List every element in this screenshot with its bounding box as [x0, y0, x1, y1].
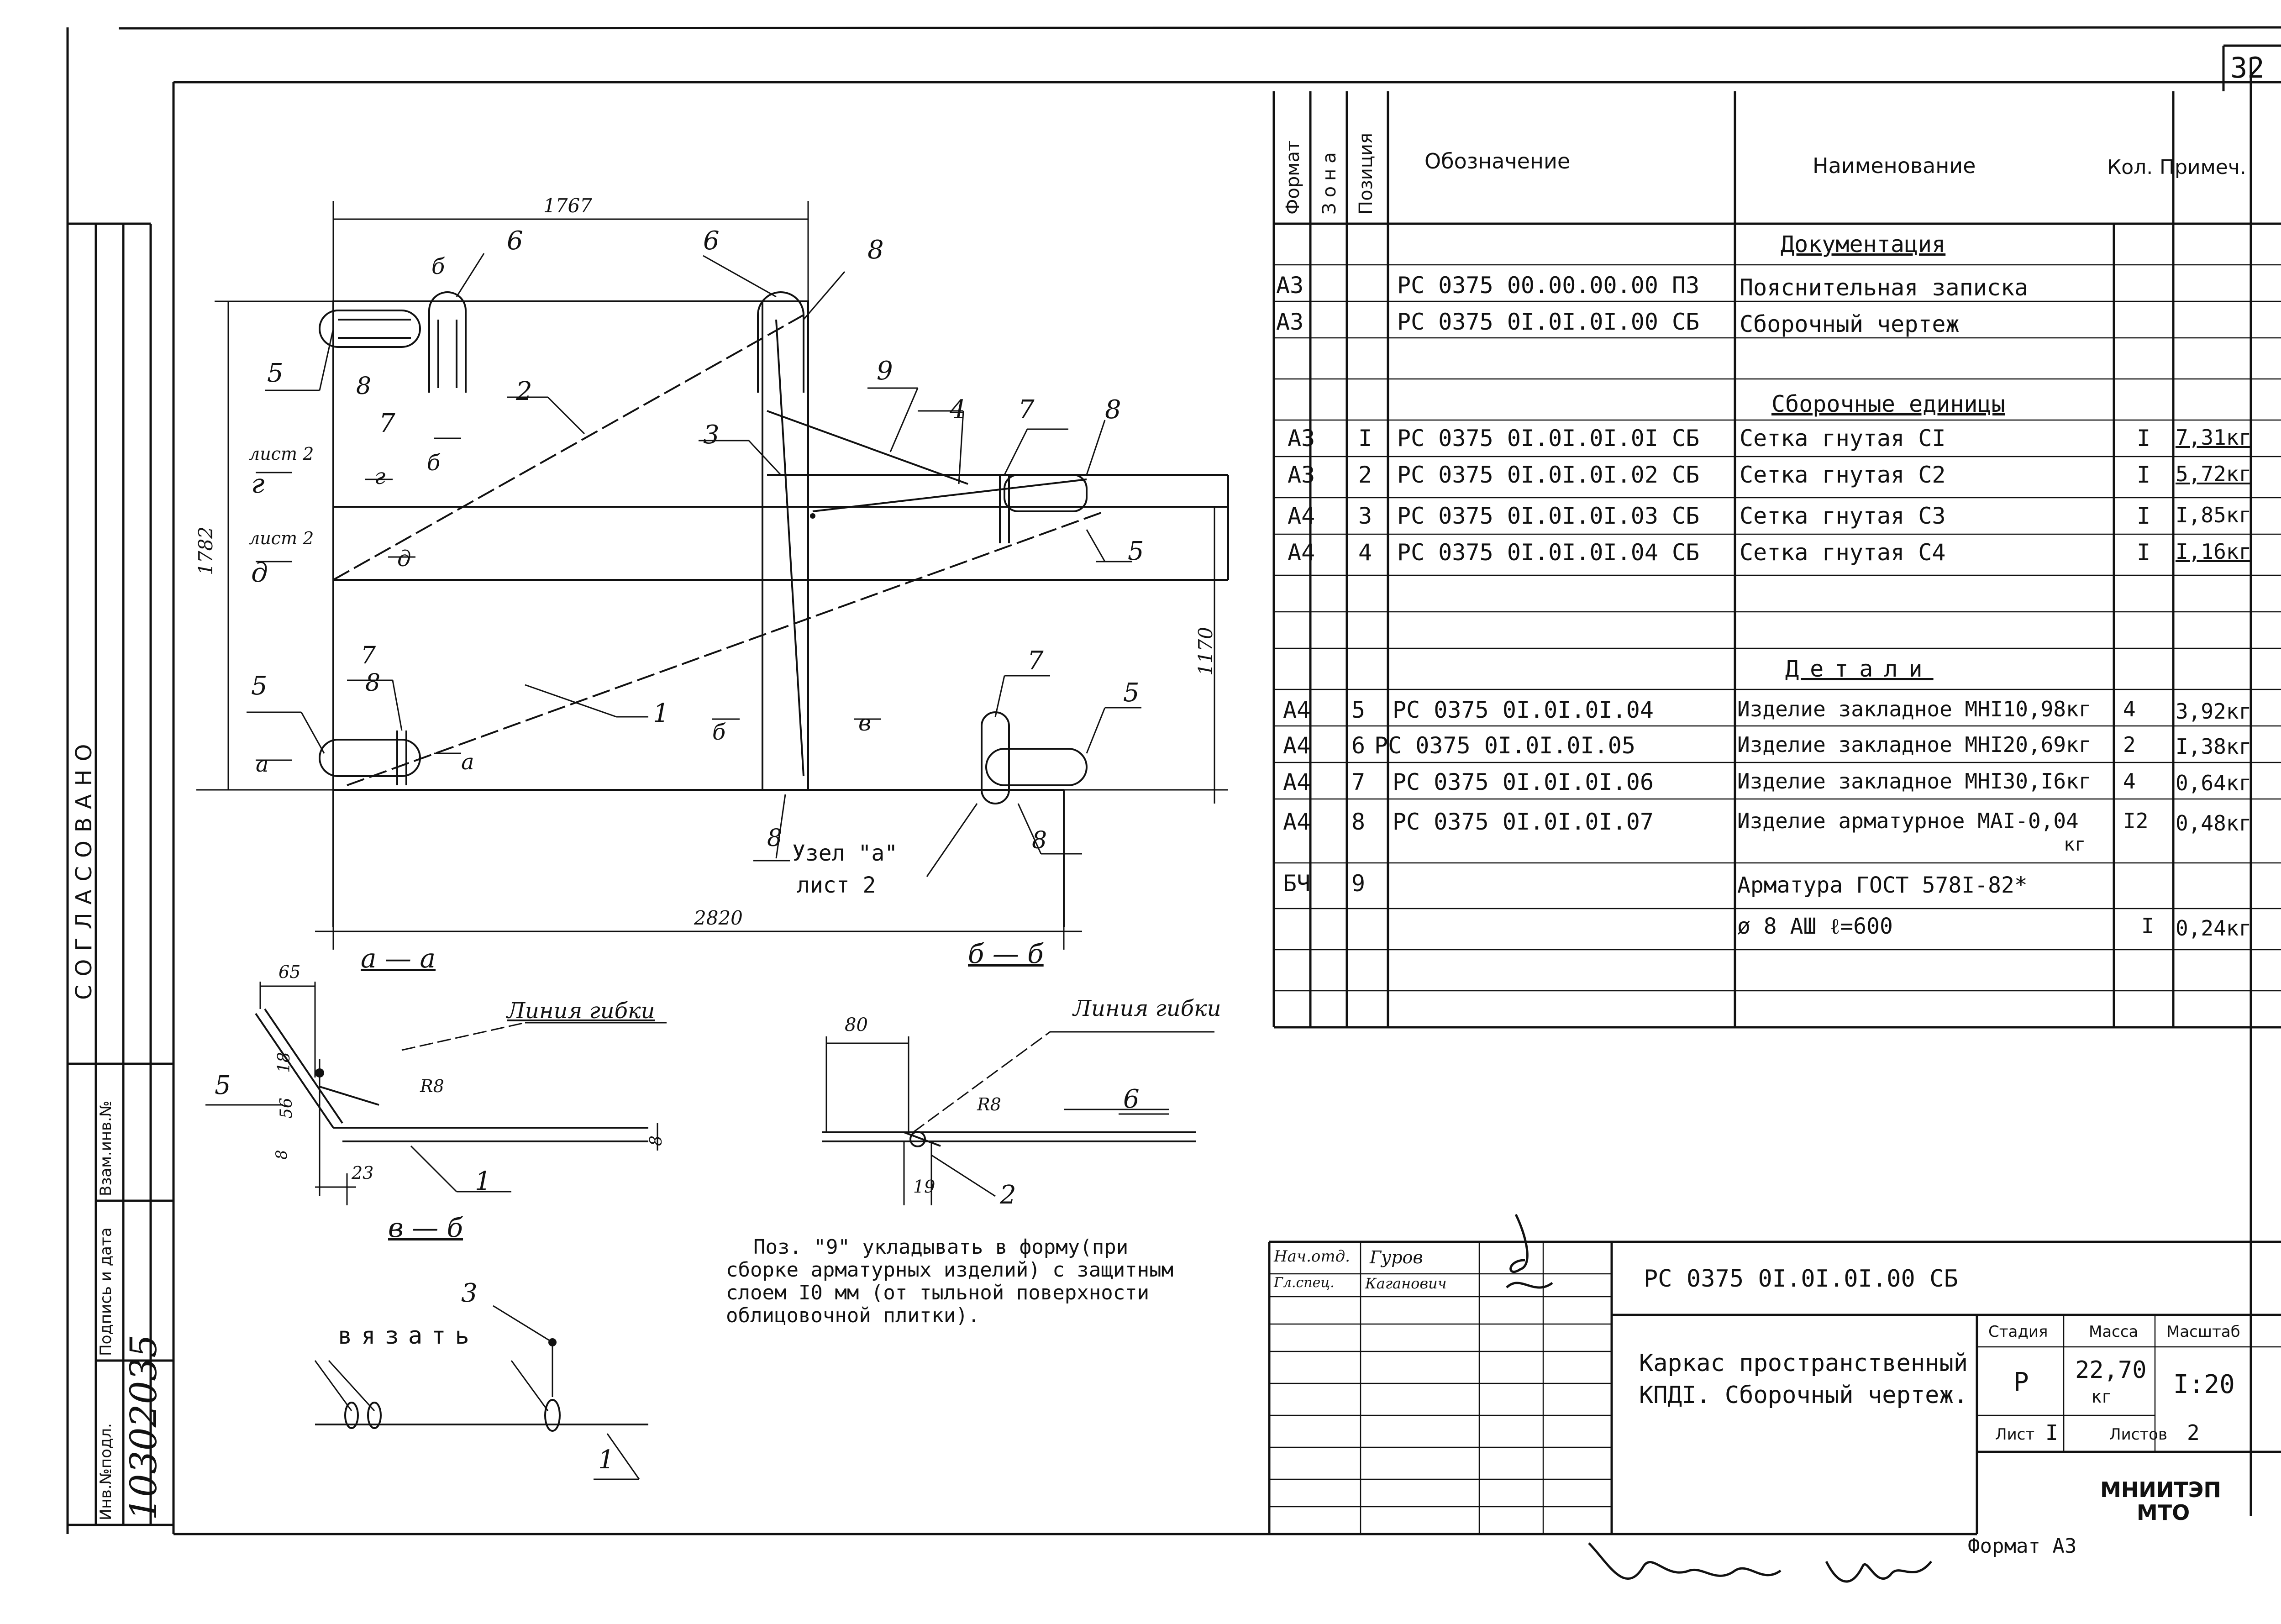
inv-number-handwritten: 10302035	[122, 1334, 165, 1520]
dim-bottom: 2820	[694, 907, 743, 929]
callout-4: 4	[950, 395, 966, 425]
callout-1: 1	[598, 1445, 615, 1475]
page-number: 32	[2230, 51, 2265, 84]
cut-mark-g: г	[251, 468, 265, 499]
tb-org-2: МТО	[2137, 1500, 2190, 1525]
spec-header-zone: Зона	[1319, 147, 1340, 215]
dim-65: 65	[279, 962, 301, 982]
section-aa-title: а — а	[361, 943, 436, 974]
tb-mass-unit: кг	[2091, 1387, 2112, 1407]
node-a-sheet: лист 2	[797, 872, 876, 898]
callout-8: 8	[1105, 395, 1121, 425]
callout-1: 1	[653, 699, 669, 728]
spec-section-assemblies: Сборочные единицы	[1771, 391, 2005, 417]
callout-7: 7	[1027, 646, 1044, 676]
agreed-label: СОГЛАСОВАНО	[71, 736, 97, 1000]
dim-23: 23	[352, 1163, 374, 1183]
tb-stage-header: Стадия	[1988, 1323, 2048, 1341]
callout-7: 7	[379, 409, 395, 438]
tb-org-1: МНИИТЭП	[2100, 1477, 2221, 1502]
cut-mark-g: г	[374, 464, 386, 489]
tb-role1: Нач.отд.	[1274, 1247, 1350, 1266]
spec-header-designation: Обозначение	[1424, 149, 1571, 173]
cut-mark-d: д	[251, 557, 268, 588]
dim-8: 8	[273, 1150, 291, 1160]
tb-sheet-label: Лист	[1995, 1425, 2035, 1444]
tie-label: вязать	[338, 1322, 478, 1350]
bend-line-label: Линия гибки	[1073, 996, 1221, 1021]
inv-orig-label: Инв.№подл.	[97, 1423, 115, 1520]
tb-name2: Каганович	[1365, 1275, 1447, 1292]
tb-sheets-no: 2	[2187, 1420, 2200, 1445]
sheet-ref: лист 2	[249, 528, 314, 548]
dim-19: 19	[913, 1177, 936, 1197]
callout-6: 6	[507, 226, 523, 256]
callout-9: 9	[877, 356, 893, 386]
dim-r8: R8	[977, 1094, 1001, 1114]
callout-6: 6	[703, 226, 720, 256]
callout-1: 1	[475, 1167, 491, 1196]
cut-mark-b: б	[712, 720, 726, 745]
tb-format: Формат А3	[1968, 1535, 2077, 1558]
tb-name1: Гуров	[1370, 1247, 1423, 1267]
spec-header-position: Позиция	[1356, 132, 1377, 215]
spec-section-docs: Документация	[1781, 231, 1946, 258]
tb-title-2: КПДI. Сборочный чертеж.	[1639, 1382, 1968, 1409]
tb-sheet-no: I	[2045, 1420, 2058, 1445]
callout-3: 3	[703, 420, 720, 450]
dim-right: 1170	[1194, 627, 1217, 676]
tb-title-1: Каркас пространственный	[1639, 1350, 1968, 1377]
callout-5: 5	[1128, 536, 1144, 566]
dim-r8: R8	[420, 1076, 444, 1096]
tb-scale-header: Масштаб	[2166, 1323, 2240, 1341]
node-a-label: Узел "а"	[792, 841, 898, 866]
callout-8: 8	[867, 235, 884, 265]
cut-mark-a: а	[256, 752, 269, 777]
dim-top: 1767	[543, 194, 592, 217]
tb-mass-header: Масса	[2089, 1323, 2139, 1341]
section-vv-title: в — б	[388, 1212, 463, 1243]
cut-mark-d: д	[397, 546, 411, 572]
cut-mark-b: б	[431, 254, 445, 279]
callout-5: 5	[251, 671, 268, 701]
dim-left: 1782	[194, 526, 217, 575]
spec-header-name: Наименование	[1813, 153, 1976, 178]
callout-7: 7	[1018, 395, 1035, 425]
bend-line-label: Линия гибки	[507, 998, 655, 1024]
dim-18: 18	[275, 1052, 294, 1073]
cut-mark-a: а	[461, 749, 474, 775]
callout-2: 2	[1000, 1180, 1016, 1210]
tb-scale: I:20	[2173, 1370, 2235, 1399]
sheet-ref: лист 2	[249, 444, 314, 464]
cut-mark-v: в	[858, 710, 871, 736]
spec-section-details: Детали	[1785, 656, 1934, 682]
tb-sheets-label: Листов	[2109, 1425, 2168, 1444]
dim-56: 56	[277, 1098, 296, 1119]
dim-80: 80	[845, 1014, 868, 1035]
spec-header-qty: Кол.	[2107, 156, 2153, 179]
tb-mass: 22,70	[2075, 1356, 2147, 1384]
callout-8: 8	[1032, 827, 1047, 854]
callout-5: 5	[215, 1071, 231, 1100]
section-bb-title: б — б	[968, 938, 1044, 969]
callout-8: 8	[767, 825, 783, 852]
callout-5: 5	[1123, 678, 1140, 708]
callout-8: 8	[356, 373, 372, 400]
spec-header-format: Формат	[1282, 140, 1303, 215]
callout-6: 6	[1123, 1084, 1140, 1114]
callout-3: 3	[461, 1278, 478, 1308]
sign-date-label: Подпись и дата	[97, 1227, 115, 1356]
tb-role2: Гл.спец.	[1274, 1275, 1335, 1291]
dim-8: 8	[647, 1135, 666, 1146]
callout-2: 2	[516, 377, 532, 406]
callout-8: 8	[365, 669, 381, 697]
inv-replace-label: Взам.инв.№	[97, 1100, 115, 1196]
callout-7: 7	[361, 642, 376, 669]
cut-mark-b: б	[427, 450, 441, 476]
callout-5: 5	[267, 358, 284, 388]
spec-header-note: Примеч.	[2160, 156, 2246, 179]
tb-code: РС 0375 0I.0I.0I.00 СБ	[1644, 1265, 1958, 1293]
tb-stage: Р	[2013, 1367, 2029, 1397]
